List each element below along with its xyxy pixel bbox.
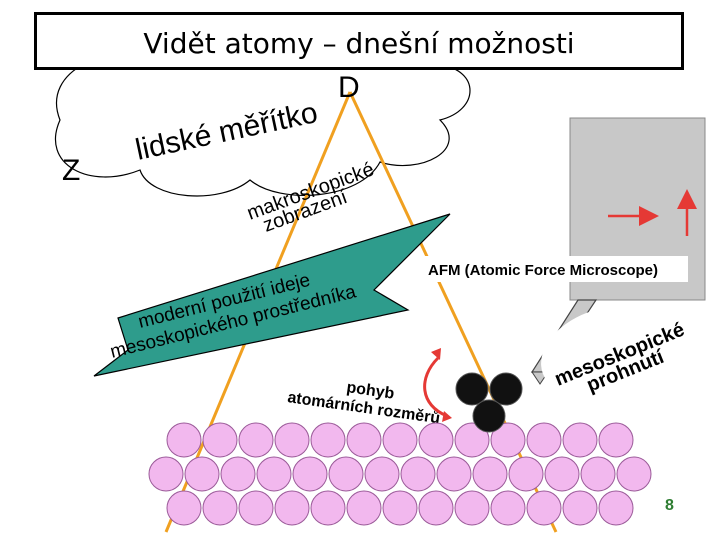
black-atom bbox=[472, 399, 506, 433]
substrate-atom bbox=[166, 422, 202, 458]
substrate-atom bbox=[310, 422, 346, 458]
slide-title: Vidět atomy – dnešní možnosti bbox=[143, 27, 575, 60]
substrate-atom bbox=[454, 490, 490, 526]
substrate-atom bbox=[562, 490, 598, 526]
substrate-atom bbox=[310, 490, 346, 526]
motion-arc-head-top bbox=[431, 348, 441, 360]
substrate-atom bbox=[256, 456, 292, 492]
substrate-atom bbox=[328, 456, 364, 492]
meso-bubble bbox=[541, 307, 663, 397]
substrate-atom bbox=[544, 456, 580, 492]
substrate-atom bbox=[202, 422, 238, 458]
afm-label-box bbox=[424, 256, 688, 282]
substrate-atom bbox=[490, 422, 526, 458]
banner-ribbon bbox=[93, 213, 451, 377]
substrate-atom bbox=[166, 490, 202, 526]
motion-arc bbox=[423, 356, 448, 418]
substrate-atom bbox=[580, 456, 616, 492]
cloud-label-z: Z bbox=[62, 154, 80, 187]
substrate-atom bbox=[598, 422, 634, 458]
black-atom bbox=[455, 372, 489, 406]
motion-arc-head-bottom bbox=[442, 411, 452, 422]
motion-line1: pohyb bbox=[345, 379, 395, 403]
title-box: Vidět atomy – dnešní možnosti bbox=[34, 12, 684, 70]
substrate-atom bbox=[382, 422, 418, 458]
substrate-atom bbox=[436, 456, 472, 492]
substrate-atom bbox=[292, 456, 328, 492]
substrate-atom bbox=[526, 490, 562, 526]
substrate-atom bbox=[454, 422, 490, 458]
substrate-atom bbox=[238, 490, 274, 526]
substrate-atom bbox=[598, 490, 634, 526]
substrate-atom bbox=[220, 456, 256, 492]
substrate-atom bbox=[526, 422, 562, 458]
slide-number: 8 bbox=[665, 497, 674, 514]
substrate-atom bbox=[472, 456, 508, 492]
black-atom bbox=[489, 372, 523, 406]
substrate-atom bbox=[364, 456, 400, 492]
substrate-atom bbox=[562, 422, 598, 458]
substrate-atom bbox=[346, 490, 382, 526]
substrate-atom bbox=[238, 422, 274, 458]
substrate-atom bbox=[418, 490, 454, 526]
substrate-atom bbox=[148, 456, 184, 492]
substrate-atom bbox=[400, 456, 436, 492]
substrate-atom bbox=[274, 490, 310, 526]
substrate-atom bbox=[346, 422, 382, 458]
substrate-atom bbox=[490, 490, 526, 526]
afm-label: AFM (Atomic Force Microscope) bbox=[428, 262, 658, 279]
substrate-atom bbox=[382, 490, 418, 526]
substrate-atom bbox=[508, 456, 544, 492]
substrate-atom bbox=[616, 456, 652, 492]
substrate-atoms bbox=[148, 422, 652, 526]
cloud-label-d: D bbox=[338, 71, 360, 104]
substrate-atom bbox=[202, 490, 238, 526]
motion-bubble bbox=[278, 374, 442, 434]
substrate-atom bbox=[184, 456, 220, 492]
substrate-atom bbox=[274, 422, 310, 458]
substrate-atom bbox=[418, 422, 454, 458]
